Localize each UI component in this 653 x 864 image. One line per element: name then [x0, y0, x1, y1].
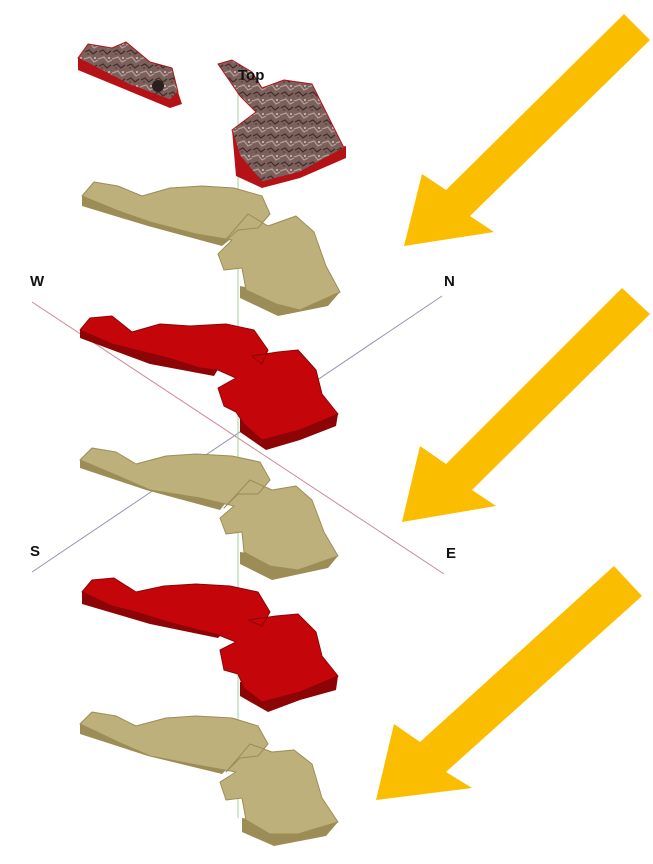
arrow-pointing-at-layer-1 [404, 14, 650, 246]
north-label: N [444, 273, 455, 290]
red-layer [81, 577, 339, 712]
south-north-axis [31, 295, 443, 573]
red-layer [79, 315, 339, 450]
tan-layer [79, 447, 339, 580]
tan-layer [81, 181, 341, 316]
tan-layer [79, 711, 339, 846]
top-label: Top [238, 67, 264, 84]
arrow-pointing-at-layer-3 [402, 288, 650, 522]
west-label: W [30, 273, 45, 290]
arrow-pointing-at-layer-5 [376, 566, 642, 800]
east-label: E [446, 545, 456, 562]
south-label: S [30, 543, 40, 560]
terrain-surface-layer [77, 41, 346, 188]
